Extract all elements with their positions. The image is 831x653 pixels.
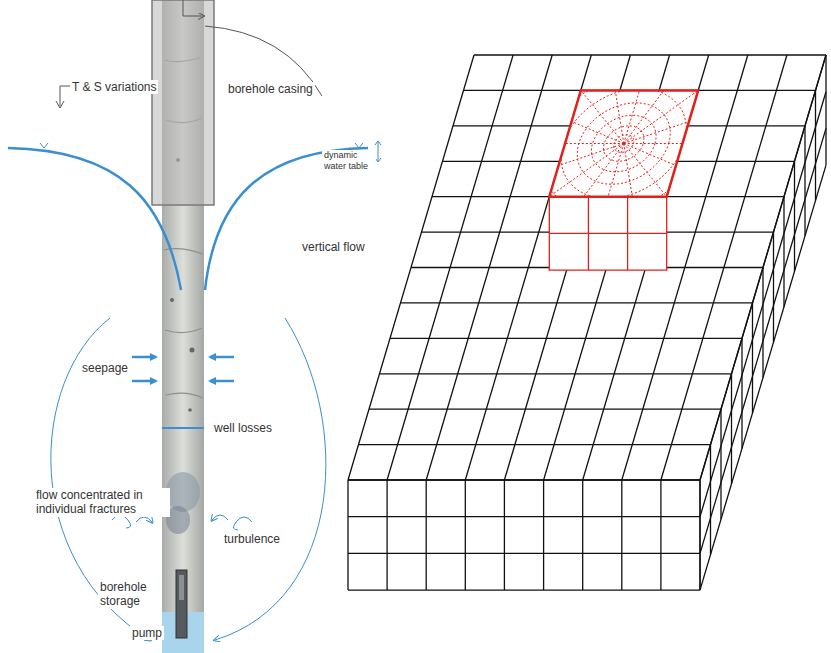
grid-line	[348, 516, 700, 517]
grid-line	[504, 480, 505, 590]
grid-line	[783, 197, 784, 307]
mesh-ray	[624, 68, 729, 143]
grid-line	[359, 444, 711, 445]
leader-curve	[205, 26, 322, 96]
grid-line	[348, 479, 700, 480]
seepage-arrow	[210, 356, 234, 359]
water-table	[8, 148, 181, 290]
grid-line	[582, 480, 583, 590]
mesh-ray	[592, 144, 624, 250]
annotation-label: T & S variations	[70, 80, 158, 94]
water-level-mark	[40, 143, 48, 148]
grid-line	[700, 165, 826, 590]
mesh-ray	[624, 143, 741, 144]
grid-line	[762, 268, 763, 378]
annotation-label: turbulence	[222, 532, 282, 546]
mesh-ray	[624, 103, 744, 144]
grid-line	[752, 303, 753, 413]
mesh-ray	[624, 45, 698, 143]
mesh-ray	[624, 144, 720, 185]
mesh-ray	[519, 144, 624, 219]
rock-spot	[188, 408, 192, 412]
mesh-ray	[527, 103, 623, 144]
grid-line	[380, 373, 732, 374]
mesh-ray	[503, 144, 624, 185]
turbulence-curl	[212, 515, 228, 520]
turbulence-curl	[136, 517, 152, 522]
pump-detail	[179, 575, 184, 600]
annotation-label: dynamic water table	[322, 150, 376, 172]
borehole-casing	[152, 0, 214, 205]
grid-line	[347, 480, 348, 590]
turbulence-curl	[233, 517, 252, 530]
ts-arrow-head	[56, 101, 64, 108]
grid-line	[699, 480, 700, 590]
grid-line	[390, 338, 742, 339]
annotation-label: flow concentrated in individual fracture…	[34, 488, 170, 517]
grid-line	[773, 232, 774, 342]
mesh-ray	[624, 144, 640, 242]
annotation-label: well losses	[212, 421, 274, 435]
annotation-label: pump	[130, 626, 164, 640]
seepage-arrow	[132, 380, 156, 383]
mesh-ray	[624, 37, 656, 143]
seepage-arrow	[210, 380, 234, 383]
fracture-zone	[166, 472, 200, 512]
model-grid	[348, 55, 826, 590]
well-loss-line	[162, 427, 204, 429]
refined-grid	[503, 37, 744, 270]
grid-line	[804, 126, 805, 236]
flow-arrow	[215, 318, 326, 640]
pump	[176, 570, 187, 638]
mesh-ray	[506, 143, 623, 144]
pointer-arrow	[183, 0, 203, 16]
seepage-arrow	[132, 356, 156, 359]
water-level-mark	[355, 143, 363, 148]
mesh-ray	[563, 68, 624, 143]
annotation-label: borehole storage	[98, 580, 162, 609]
grid-line	[543, 480, 544, 590]
grid-line	[710, 445, 711, 555]
grid-line	[700, 55, 826, 480]
grid-line	[348, 553, 700, 554]
refined-line	[549, 233, 666, 234]
annotation-label: vertical flow	[300, 240, 367, 254]
mesh-ray	[550, 144, 624, 242]
refined-front	[549, 197, 666, 270]
grid-line	[731, 374, 732, 484]
turbulence-curl	[112, 515, 131, 528]
grid-line	[825, 55, 826, 165]
grid-line	[426, 480, 427, 590]
grid-line	[348, 479, 700, 480]
grid-line	[720, 409, 721, 519]
grid-line	[700, 92, 826, 517]
mesh-ray	[608, 45, 624, 143]
grid-line	[621, 480, 622, 590]
annotation-label: seepage	[80, 361, 130, 375]
mesh-ray	[624, 144, 685, 219]
rock-spot	[170, 298, 174, 302]
grid-line	[474, 54, 826, 55]
grid-line	[794, 161, 795, 271]
grid-line	[465, 480, 466, 590]
grid-line	[660, 480, 661, 590]
refined-mesh	[503, 37, 744, 250]
grid-line	[401, 302, 753, 303]
grid-line	[386, 480, 387, 590]
grid-line	[815, 90, 816, 200]
rock-spot	[190, 348, 195, 353]
grid-line	[700, 128, 826, 553]
grid-line	[348, 589, 700, 590]
grid-line	[741, 338, 742, 448]
grid-line	[699, 480, 700, 590]
annotation-label: borehole casing	[226, 82, 315, 96]
grid-line	[369, 409, 721, 410]
